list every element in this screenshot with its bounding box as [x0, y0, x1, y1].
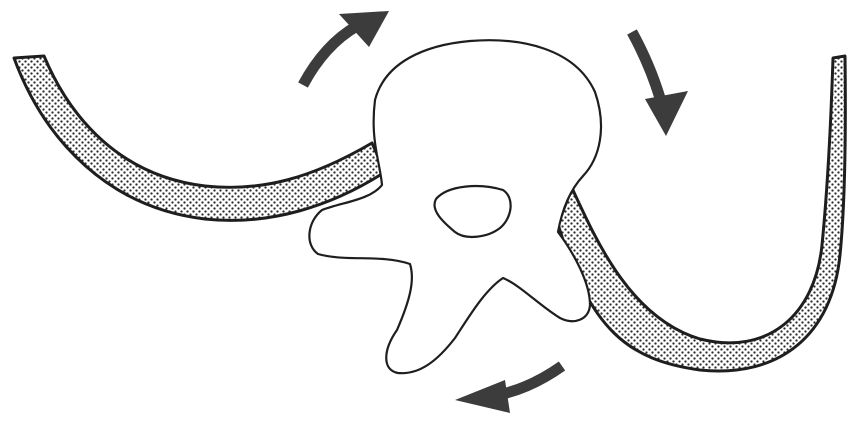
rotation-arrow-top-left [303, 11, 389, 85]
rotation-arrow-top-right [632, 32, 688, 136]
left-rib-icon [14, 56, 385, 220]
rotation-arrow-bottom [455, 366, 562, 413]
right-rib-icon [558, 56, 845, 371]
